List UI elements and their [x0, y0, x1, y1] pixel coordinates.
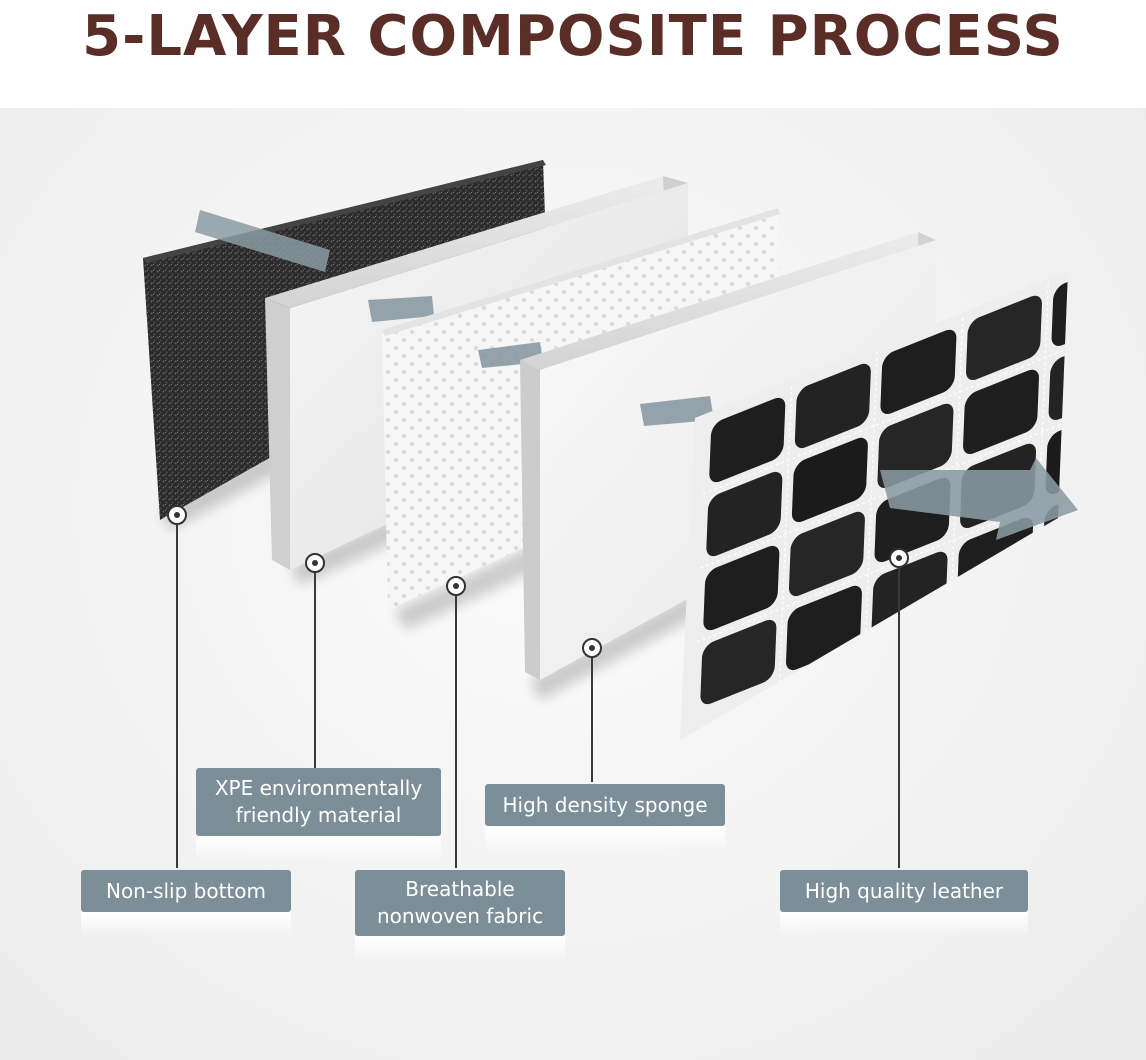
marker-dots	[167, 505, 909, 658]
label-leather: High quality leather	[780, 870, 1028, 938]
leader-lines	[176, 517, 900, 868]
label-nonslip: Non-slip bottom	[81, 870, 291, 938]
label-leather-line-1: High quality leather	[804, 878, 1004, 903]
marker-nonslip	[167, 505, 187, 525]
marker-leather	[889, 548, 909, 568]
label-xpe-line-2: friendly material	[235, 803, 402, 827]
marker-xpe	[305, 553, 325, 573]
flow-arrow-exit	[880, 458, 1078, 540]
label-nonslip-line-1: Non-slip bottom	[105, 878, 266, 903]
marker-nonwoven	[446, 576, 466, 596]
flow-arrow-1	[195, 210, 330, 272]
label-sponge-line-1: High density sponge	[502, 792, 708, 817]
label-nonwoven-line-1: Breathable	[405, 877, 515, 901]
label-xpe-line-1: XPE environmentally	[214, 776, 423, 800]
label-xpe: XPE environmentally friendly material	[196, 768, 441, 862]
label-nonwoven: Breathable nonwoven fabric	[355, 870, 565, 962]
flow-arrow-2	[368, 296, 434, 322]
label-sponge: High density sponge	[485, 784, 725, 852]
page-title: 5-LAYER COMPOSITE PROCESS	[82, 4, 1064, 69]
label-nonwoven-line-2: nonwoven fabric	[376, 904, 544, 928]
marker-sponge	[582, 638, 602, 658]
